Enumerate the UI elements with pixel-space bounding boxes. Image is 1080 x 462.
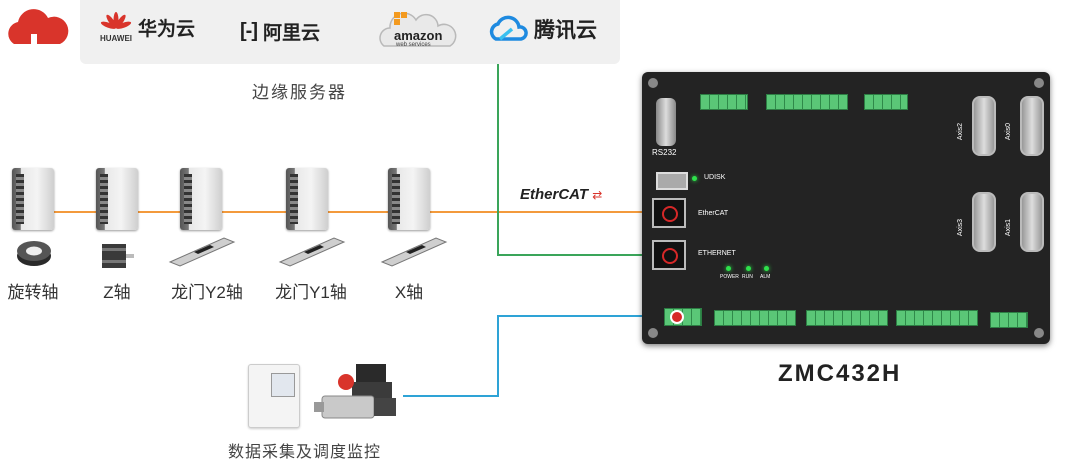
huawei-cloud-text: 华为云 <box>138 19 196 40</box>
aliyun-text: 阿里云 <box>262 23 320 44</box>
aws-cloud-icon <box>379 12 457 47</box>
servo-drive-gantry-y2 <box>180 168 222 230</box>
linear-module-x-icon <box>380 237 448 267</box>
alm-led-label: ALM <box>760 274 771 280</box>
power-terminal-block <box>990 312 1028 328</box>
huawei-cloud-logo: HUAWEI 华为云 <box>100 12 195 43</box>
terminal-block-bottom-1 <box>714 310 796 326</box>
alm-led <box>764 266 769 271</box>
axis2-label: Axis2 <box>957 122 965 141</box>
axis-label-gantry-y1: 龙门Y1轴 <box>275 283 347 302</box>
servo-drive-x <box>388 168 430 230</box>
ethercat-arrows-icon: ⇄ <box>592 188 603 202</box>
ethernet-port-label: ETHERNET <box>698 250 736 257</box>
io-connection-dot <box>670 310 684 324</box>
cloud-providers-bar <box>80 0 620 64</box>
rs232-connector <box>656 98 676 146</box>
inverter-panel <box>271 373 295 397</box>
hydraulic-valve-icon <box>314 364 396 419</box>
axis2-connector <box>972 96 996 156</box>
axis-label-x: X轴 <box>394 283 424 302</box>
axis1-connector <box>1020 192 1044 252</box>
huawei-icon <box>100 12 132 29</box>
tencent-cloud-icon <box>489 15 528 41</box>
monitor-line <box>403 315 655 397</box>
run-led <box>746 266 751 271</box>
servo-drive-rotary <box>12 168 54 230</box>
power-led-label: POWER <box>720 274 739 280</box>
ethercat-port <box>652 198 686 228</box>
controller-model-label: ZMC432H <box>778 360 902 387</box>
huawei-en-text: HUAWEI <box>100 34 132 43</box>
aws-sub-text: web services <box>396 42 431 48</box>
linear-module-y2-icon <box>168 237 236 267</box>
monitoring-caption: 数据采集及调度监控 <box>228 444 382 461</box>
ethernet-cloud-line <box>497 64 652 256</box>
stepper-motor-icon <box>102 244 134 268</box>
linear-module-y1-icon <box>278 237 346 267</box>
ethercat-logo: EtherCAT ⇄ <box>520 186 602 203</box>
terminal-block-top-2 <box>766 94 848 110</box>
ethercat-port-label: EtherCAT <box>698 210 729 217</box>
tencent-cloud-logo: 腾讯云 <box>488 14 597 44</box>
cloud-upload-icon <box>8 9 69 54</box>
edge-server-caption: 边缘服务器 <box>252 83 347 102</box>
servo-drive-z <box>96 168 138 230</box>
udisk-led <box>692 176 697 181</box>
axis0-label: Axis0 <box>1005 122 1013 141</box>
amazon-web-services-logo: amazon web services <box>374 8 462 54</box>
power-led <box>726 266 731 271</box>
axis0-connector <box>1020 96 1044 156</box>
run-led-label: RUN <box>742 274 753 280</box>
axis-label-gantry-y2: 龙门Y2轴 <box>171 283 243 302</box>
rs232-label: RS232 <box>652 148 677 157</box>
mount-hole <box>1034 78 1044 88</box>
terminal-block-top-1 <box>700 94 748 110</box>
axis1-label: Axis1 <box>1005 218 1013 237</box>
ethernet-port <box>652 240 686 270</box>
axis-label-z: Z轴 <box>103 283 131 302</box>
servo-drive-gantry-y1 <box>286 168 328 230</box>
terminal-block-bottom-3 <box>896 310 978 326</box>
aliyun-logo: [-] 阿里云 <box>240 18 320 45</box>
udisk-port <box>656 172 688 190</box>
axis-label-rotary: 旋转轴 <box>7 283 59 302</box>
tencent-cloud-text: 腾讯云 <box>534 19 597 42</box>
mount-hole <box>648 78 658 88</box>
terminal-block-top-3 <box>864 94 908 110</box>
inverter-device <box>248 364 300 428</box>
udisk-label: UDISK <box>704 174 726 181</box>
ethercat-logo-text: EtherCAT <box>520 186 589 203</box>
terminal-block-bottom-2 <box>806 310 888 326</box>
rotary-table-icon <box>17 241 51 266</box>
mount-hole <box>648 328 658 338</box>
amazon-text: amazon <box>394 28 443 43</box>
axis3-connector <box>972 192 996 252</box>
axis3-label: Axis3 <box>957 218 965 237</box>
zmc432h-controller: RS232 UDISK EtherCAT ETHERNET POWER RUN … <box>642 72 1050 344</box>
mount-hole <box>1034 328 1044 338</box>
aliyun-mark: [-] <box>240 20 258 42</box>
